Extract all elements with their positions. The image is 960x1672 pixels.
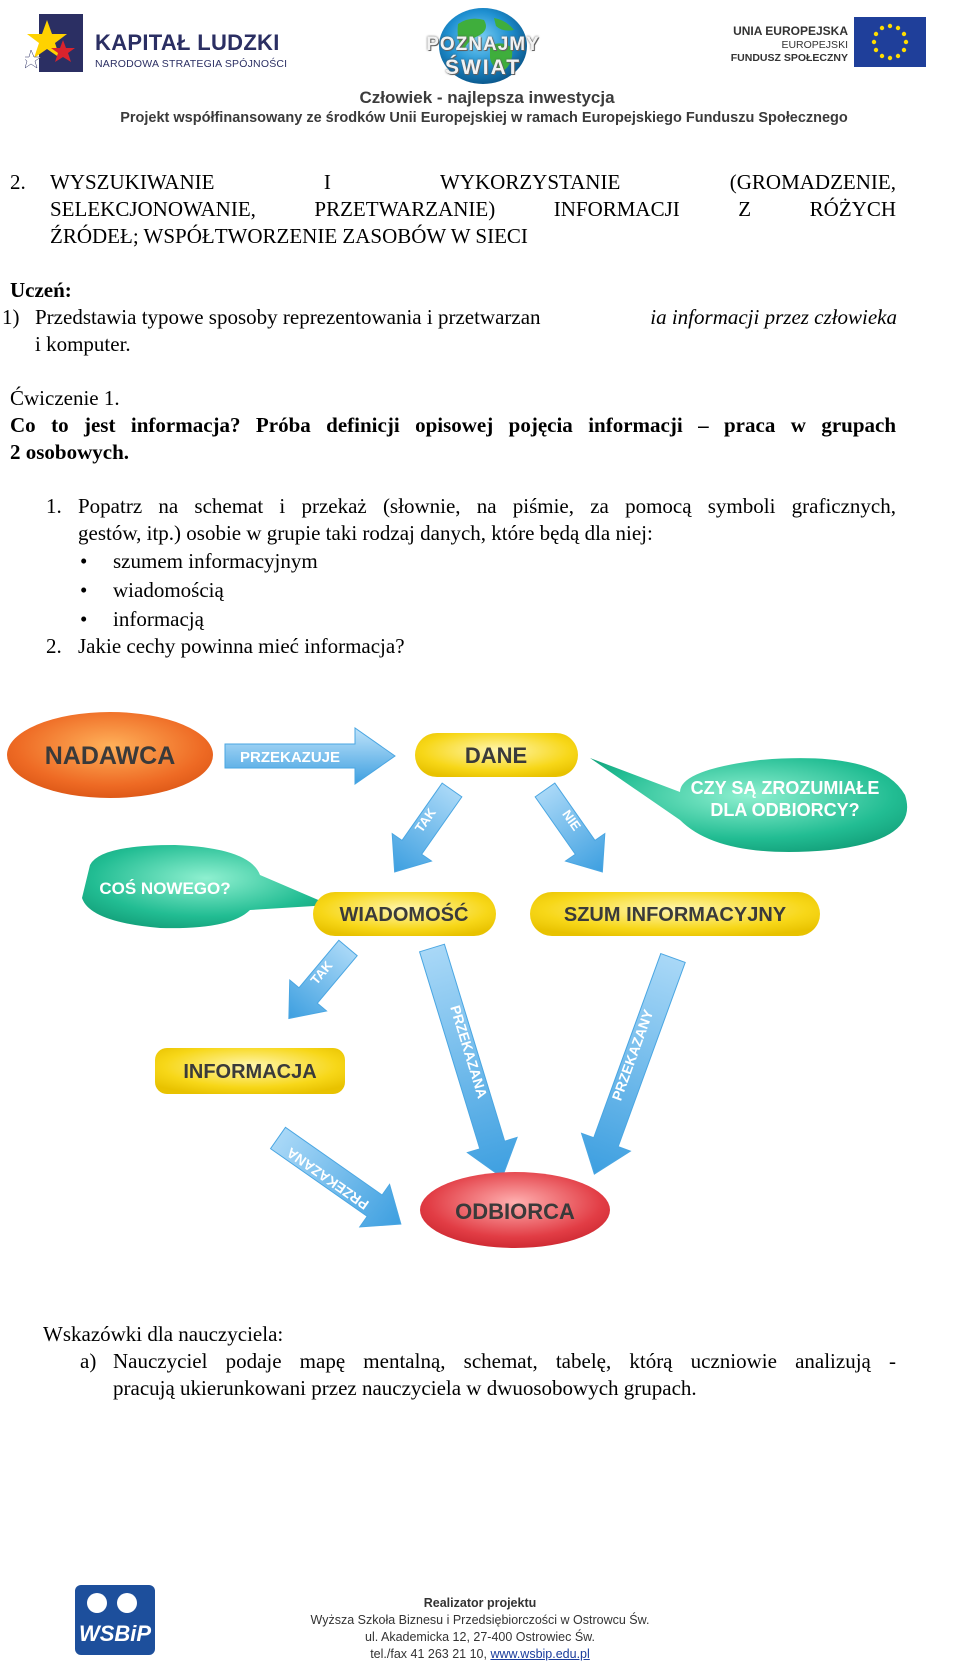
footer-website-link[interactable]: www.wsbip.edu.pl bbox=[490, 1647, 590, 1661]
eu-logo: UNIA EUROPEJSKA EUROPEJSKI FUNDUSZ SPOŁE… bbox=[688, 12, 938, 72]
eu-fund-line1: EUROPEJSKI bbox=[781, 39, 848, 51]
hints-item-line1: Nauczyciel podaje mapę mentalną, schemat… bbox=[113, 1349, 896, 1373]
task-2-line1: Jakie cechy powinna mieć informacja? bbox=[78, 634, 405, 658]
kapital-ludzki-logo: KAPITAŁ LUDZKI NARODOWA STRATEGIA SPÓJNO… bbox=[25, 10, 295, 80]
student-item-number: 1) bbox=[2, 305, 20, 329]
bubble-new-label: COŚ NOWEGO? bbox=[99, 879, 230, 898]
node-nadawca: NADAWCA bbox=[7, 712, 213, 798]
hints-label: Wskazówki dla nauczyciela: bbox=[43, 1322, 284, 1346]
question-bubble-new: COŚ NOWEGO? bbox=[82, 845, 330, 929]
section-heading-line2: SELEKCJONOWANIE, PRZETWARZANIE) INFORMAC… bbox=[50, 197, 896, 221]
slogan: Człowiek - najlepsza inwestycja bbox=[359, 88, 615, 107]
eu-fund-line2: FUNDUSZ SPOŁECZNY bbox=[730, 52, 848, 64]
student-label: Uczeń: bbox=[10, 278, 72, 302]
hints-item-marker: a) bbox=[80, 1349, 97, 1373]
exercise-title: Ćwiczenie 1. bbox=[10, 386, 120, 410]
arrow-tak-wiadomosc-informacja: TAK bbox=[288, 939, 358, 1020]
bullet-item: szumem informacyjnym bbox=[113, 549, 318, 573]
student-item-line2: i komputer. bbox=[35, 332, 131, 356]
footer-school-name: Wyższa Szkoła Biznesu i Przedsiębiorczoś… bbox=[310, 1613, 650, 1627]
question-bubble-understandable: CZY SĄ ZROZUMIAŁE DLA ODBIORCY? bbox=[590, 758, 908, 852]
globe-icon bbox=[439, 8, 527, 84]
task-number-1: 1. bbox=[46, 494, 62, 518]
bubble-understandable-line2: DLA ODBIORCY? bbox=[710, 800, 859, 820]
exercise-question-line1: Co to jest informacja? Próba definicji o… bbox=[10, 413, 896, 437]
section-heading-line1: WYSZUKIWANIE I WYKORZYSTANIE (GROMADZENI… bbox=[50, 170, 896, 194]
wsbip-logo-text: WSBiP bbox=[79, 1621, 151, 1646]
footer-contact: tel./fax 41 263 21 10, www.wsbip.edu.pl bbox=[240, 1647, 720, 1661]
node-dane: DANE bbox=[415, 733, 578, 777]
footer-phone: tel./fax 41 263 21 10, bbox=[370, 1647, 491, 1661]
node-odbiorca-label: ODBIORCA bbox=[455, 1199, 575, 1224]
arrow-przekazuje: PRZEKAZUJE bbox=[224, 727, 396, 785]
footer-address: ul. Akademicka 12, 27-400 Ostrowiec Św. bbox=[365, 1630, 595, 1644]
node-odbiorca: ODBIORCA bbox=[420, 1172, 610, 1248]
student-item-line1: Przedstawia typowe sposoby reprezentowan… bbox=[35, 303, 897, 331]
poznajmy-label: POZNAJMY bbox=[426, 34, 540, 55]
arrow-przekazany-szum-odbiorca: PRZEKAZANY bbox=[580, 952, 686, 1175]
poznajmy-swiat-logo: POZNAJMY ŚWIAT bbox=[398, 6, 568, 90]
task-number-2: 2. bbox=[46, 634, 62, 658]
node-szum-label: SZUM INFORMACYJNY bbox=[564, 904, 787, 926]
arrow-przekazana-informacja-odbiorca: PRZEKAZANA bbox=[269, 1126, 402, 1228]
section-heading-line3: ŹRÓDEŁ; WSPÓŁTWORZENIE ZASOBÓW W SIECI bbox=[50, 224, 528, 248]
node-wiadomosc-label: WIADOMOŚĆ bbox=[340, 902, 469, 926]
arrow-tak-dane-wiadomosc: TAK bbox=[391, 782, 463, 873]
information-flow-diagram: CZY SĄ ZROZUMIAŁE DLA ODBIORCY? COŚ NOWE… bbox=[0, 700, 960, 1320]
node-nadawca-label: NADAWCA bbox=[45, 742, 176, 770]
node-informacja-label: INFORMACJA bbox=[183, 1061, 316, 1083]
arrow-nie-dane-szum: NIE bbox=[534, 782, 606, 873]
student-item-text-regular: Przedstawia typowe sposoby reprezentowan… bbox=[35, 305, 541, 329]
student-item-text-italic: ia informacji przez człowieka bbox=[650, 305, 897, 329]
node-wiadomosc: WIADOMOŚĆ bbox=[313, 892, 496, 936]
node-szum-informacyjny: SZUM INFORMACYJNY bbox=[530, 892, 820, 936]
hints-item-line2: pracują ukierunkowani przez nauczyciela … bbox=[113, 1376, 697, 1400]
header-logos: KAPITAŁ LUDZKI NARODOWA STRATEGIA SPÓJNO… bbox=[0, 0, 960, 140]
task-1-line2: gestów, itp.) osobie w grupie taki rodza… bbox=[78, 521, 653, 545]
kapital-ludzki-title: KAPITAŁ LUDZKI bbox=[95, 30, 280, 55]
exercise-question-line2: 2 osobowych. bbox=[10, 440, 130, 464]
kapital-ludzki-subtitle: NARODOWA STRATEGIA SPÓJNOŚCI bbox=[95, 58, 288, 70]
arrow-przekazuje-label: PRZEKAZUJE bbox=[240, 749, 340, 766]
bullet-icon: • bbox=[80, 607, 88, 631]
section-number: 2. bbox=[10, 170, 26, 194]
project-cofinancing-note: Projekt współfinansowany ze środków Unii… bbox=[120, 110, 848, 126]
kapital-ludzki-star-icon bbox=[25, 14, 83, 72]
bullet-item: wiadomością bbox=[113, 578, 224, 602]
node-dane-label: DANE bbox=[465, 743, 527, 768]
eu-flag-icon bbox=[854, 17, 926, 67]
bubble-understandable-line1: CZY SĄ ZROZUMIAŁE bbox=[691, 778, 880, 798]
arrow-przekazana-wiadomosc-odbiorca: PRZEKAZANA bbox=[418, 943, 518, 1179]
eu-title: UNIA EUROPEJSKA bbox=[733, 24, 848, 38]
bullet-icon: • bbox=[80, 578, 88, 602]
footer-realizer-label: Realizator projektu bbox=[423, 1596, 537, 1610]
node-informacja: INFORMACJA bbox=[155, 1048, 345, 1094]
swiat-label: ŚWIAT bbox=[444, 56, 522, 79]
bullet-item: informacją bbox=[113, 607, 204, 631]
wsbip-logo: WSBiP bbox=[75, 1585, 163, 1657]
task-1-line1: Popatrz na schemat i przekaż (słownie, n… bbox=[78, 494, 896, 518]
bullet-icon: • bbox=[80, 549, 88, 573]
